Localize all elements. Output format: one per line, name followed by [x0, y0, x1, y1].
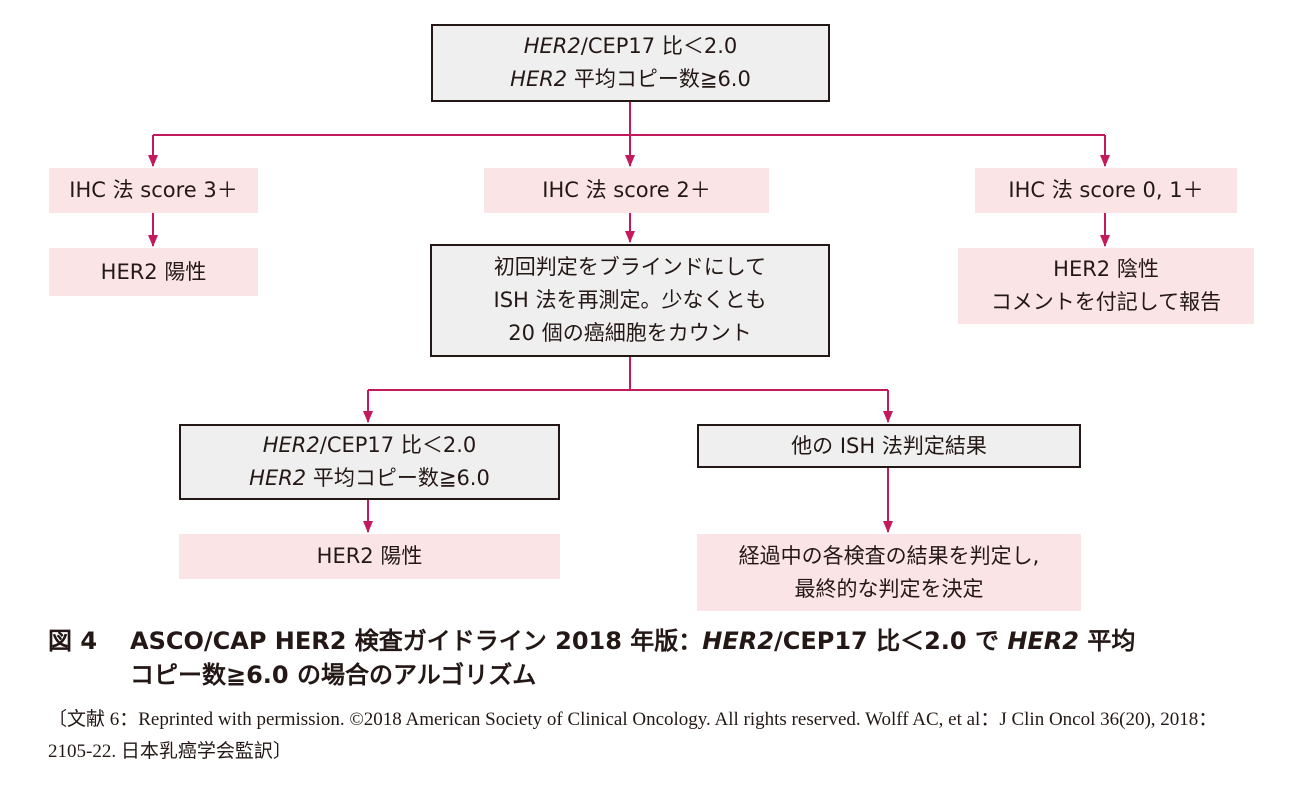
caption-title-part: ASCO/CAP HER2 検査ガイドライン 2018 年版：	[130, 627, 703, 655]
her2-positive-box-bottom: HER2 陽性	[179, 534, 560, 579]
ratio-text: /CEP17 比＜2.0	[319, 433, 477, 457]
blind-recount-line1: 初回判定をブラインドにして	[493, 255, 767, 279]
ihc-score2-box: IHC 法 score 2＋	[484, 168, 769, 213]
caption-her2-label: HER2	[702, 627, 774, 655]
caption-her2-label: HER2	[1007, 627, 1079, 655]
her2-gene-label: HER2	[510, 67, 568, 91]
ihc-score01-label: IHC 法 score 0, 1＋	[1008, 178, 1204, 202]
final-decision-box: 経過中の各検査の結果を判定し, 最終的な判定を決定	[697, 534, 1081, 611]
sub-criteria-box: HER2/CEP17 比＜2.0 HER2 平均コピー数≧6.0	[179, 424, 560, 500]
caption-title-part: /CEP17 比＜2.0 で	[773, 627, 1008, 655]
sub-criteria-line2: HER2 平均コピー数≧6.0	[249, 462, 490, 495]
caption-title-part: 平均	[1078, 627, 1136, 655]
other-ish-result-box: 他の ISH 法判定結果	[697, 424, 1081, 468]
her2-gene-label: HER2	[523, 34, 581, 58]
her2-negative-box: HER2 陰性 コメントを付記して報告	[958, 248, 1254, 324]
top-criteria-box: HER2/CEP17 比＜2.0 HER2 平均コピー数≧6.0	[431, 24, 830, 102]
figure-number: 図 4	[48, 627, 98, 655]
blind-recount-line2: ISH 法を再測定。少なくとも	[493, 288, 767, 312]
caption-title-line2: コピー数≧6.0 の場合のアルゴリズム	[130, 661, 537, 689]
ihc-score01-box: IHC 法 score 0, 1＋	[975, 168, 1237, 213]
her2-positive-box-left: HER2 陽性	[49, 248, 258, 296]
her2-positive-label: HER2 陽性	[316, 544, 423, 568]
her2-gene-label: HER2	[249, 466, 307, 490]
ihc-score2-label: IHC 法 score 2＋	[542, 178, 711, 202]
sub-criteria-line1: HER2/CEP17 比＜2.0	[263, 429, 476, 462]
ihc-score3-box: IHC 法 score 3＋	[49, 168, 258, 213]
blind-recount-line3: 20 個の癌細胞をカウント	[508, 321, 752, 345]
her2-positive-label: HER2 陽性	[100, 259, 207, 284]
figure-reference: 〔文献 6：Reprinted with permission. ©2018 A…	[48, 709, 1218, 762]
copy-number-text: 平均コピー数≧6.0	[306, 466, 490, 490]
final-decision-line1: 経過中の各検査の結果を判定し,	[738, 543, 1040, 568]
final-decision-line2: 最終的な判定を決定	[794, 576, 984, 601]
top-criteria-line2: HER2 平均コピー数≧6.0	[510, 63, 751, 96]
copy-number-text: 平均コピー数≧6.0	[567, 67, 751, 91]
her2-negative-label: HER2 陰性	[1053, 257, 1159, 281]
top-criteria-line1: HER2/CEP17 比＜2.0	[524, 30, 737, 63]
other-ish-result-label: 他の ISH 法判定結果	[791, 433, 987, 458]
blind-recount-box: 初回判定をブラインドにして ISH 法を再測定。少なくとも 20 個の癌細胞をカ…	[430, 244, 830, 357]
ihc-score3-label: IHC 法 score 3＋	[69, 178, 238, 202]
her2-gene-label: HER2	[262, 433, 320, 457]
report-comment-label: コメントを付記して報告	[990, 290, 1222, 314]
ratio-text: /CEP17 比＜2.0	[580, 34, 738, 58]
